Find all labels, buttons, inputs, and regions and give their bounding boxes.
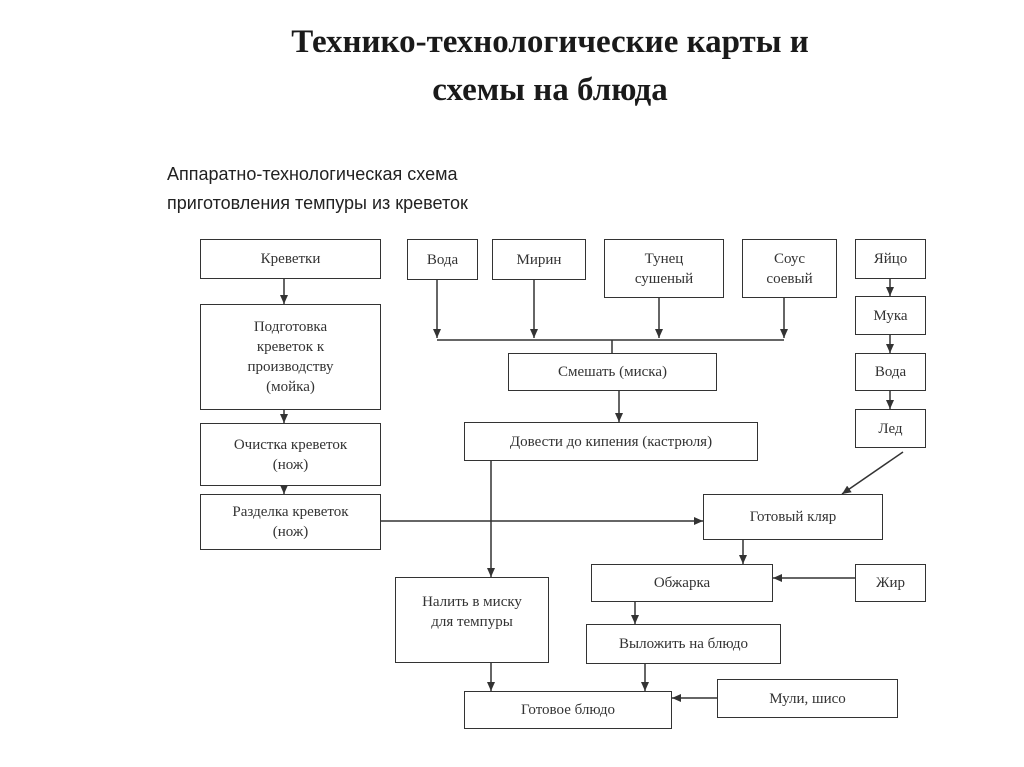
node-smeshat: Смешать (миска) bbox=[508, 353, 717, 391]
node-obzharka: Обжарка bbox=[591, 564, 773, 602]
node-krevetki: Креветки bbox=[200, 239, 381, 279]
title-line-1: Технико-технологические карты и bbox=[291, 24, 809, 60]
node-podgotovka: Подготовка креветок к производству (мойк… bbox=[200, 304, 381, 410]
node-muli: Мули, шисо bbox=[717, 679, 898, 718]
title-line-2: схемы на блюда bbox=[432, 72, 668, 108]
node-ochistka: Очистка креветок (нож) bbox=[200, 423, 381, 486]
node-tunets: Тунец сушеный bbox=[604, 239, 724, 298]
node-dovesti: Довести до кипения (кастрюля) bbox=[464, 422, 758, 461]
node-klyar: Готовый кляр bbox=[703, 494, 883, 540]
node-zhir: Жир bbox=[855, 564, 926, 602]
node-yaytso: Яйцо bbox=[855, 239, 926, 279]
node-vylozhit: Выложить на блюдо bbox=[586, 624, 781, 664]
node-voda: Вода bbox=[407, 239, 478, 280]
node-razdelka: Разделка креветок (нож) bbox=[200, 494, 381, 550]
node-voda-batter: Вода bbox=[855, 353, 926, 391]
node-sous: Соус соевый bbox=[742, 239, 837, 298]
node-mirin: Мирин bbox=[492, 239, 586, 280]
caption-line-1: Аппаратно-технологическая схема bbox=[167, 164, 458, 184]
node-muka: Мука bbox=[855, 296, 926, 335]
diagram-caption: Аппаратно-технологическая схема приготов… bbox=[167, 160, 468, 218]
caption-line-2: приготовления темпуры из креветок bbox=[167, 193, 468, 213]
node-gotovoe: Готовое блюдо bbox=[464, 691, 672, 729]
slide-title: Технико-технологические карты и схемы на… bbox=[0, 18, 1024, 114]
node-nalit: Налить в миску для темпуры bbox=[395, 577, 549, 663]
node-led: Лед bbox=[855, 409, 926, 448]
arrow-led-klyar bbox=[841, 451, 904, 495]
